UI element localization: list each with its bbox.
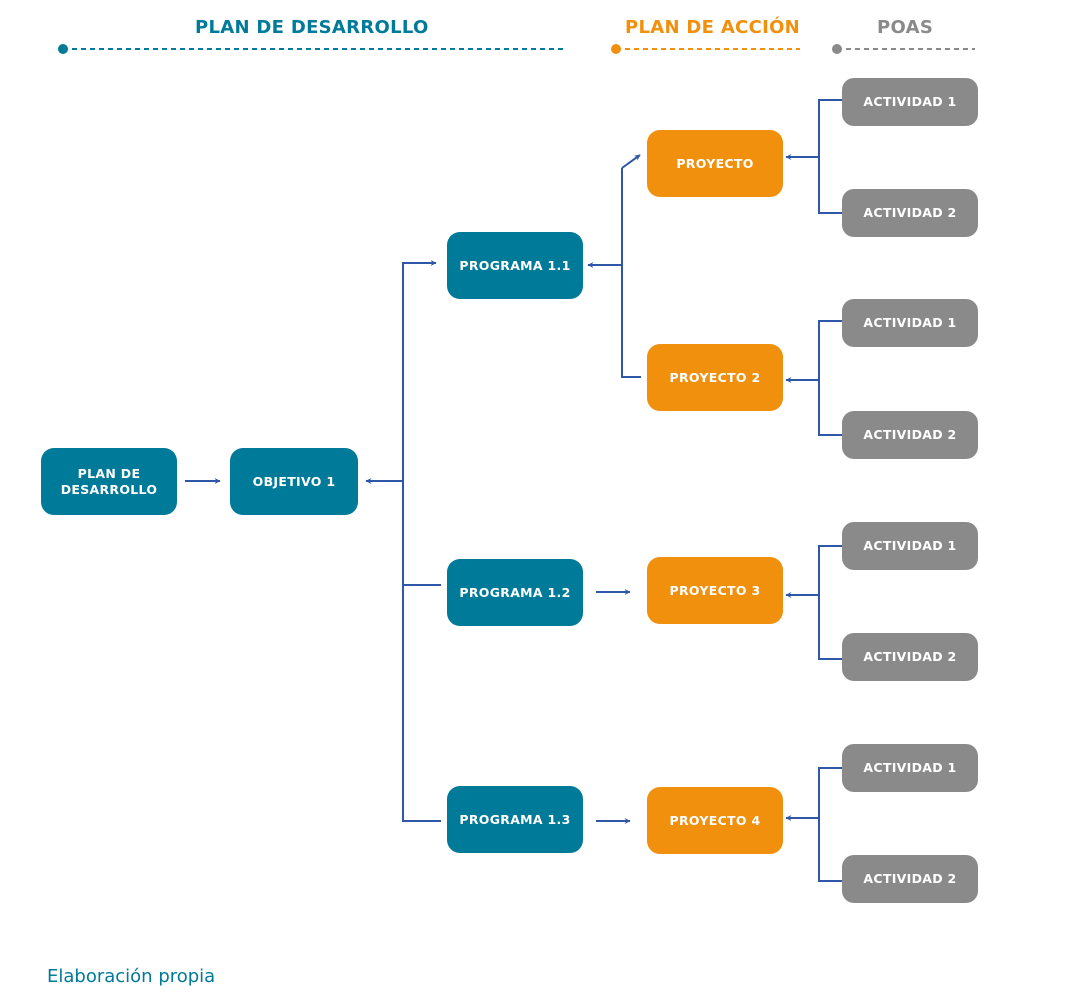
node-plan-desarrollo: PLAN DE DESARROLLO [41, 448, 177, 515]
rule-plan-accion-dot [611, 44, 621, 54]
node-actividad-1: ACTIVIDAD 1 [842, 744, 978, 792]
node-actividad-2: ACTIVIDAD 2 [842, 189, 978, 237]
node-programa-1-3: PROGRAMA 1.3 [447, 786, 583, 853]
node-actividad-2: ACTIVIDAD 2 [842, 411, 978, 459]
source-footnote: Elaboración propia [47, 966, 216, 987]
node-actividad-1: ACTIVIDAD 1 [842, 522, 978, 570]
rule-plan-desarrollo-dot [58, 44, 68, 54]
node-actividad-1: ACTIVIDAD 1 [842, 78, 978, 126]
node-actividad-2: ACTIVIDAD 2 [842, 855, 978, 903]
header-rules [58, 44, 975, 54]
header-plan-accion: PLAN DE ACCIÓN [625, 17, 801, 38]
bracket-actividades-proyecto-3 [818, 545, 842, 660]
node-actividad-1: ACTIVIDAD 1 [842, 299, 978, 347]
header-poas: POAS [877, 17, 934, 38]
node-objetivo-1: OBJETIVO 1 [230, 448, 358, 515]
bracket-actividades-proyecto-2 [818, 320, 842, 436]
arrow-to-proyecto-1 [621, 154, 641, 169]
bracket-proyectos-1-1 [621, 168, 641, 378]
bracket-programas [402, 262, 441, 822]
bracket-actividades-proyecto-4 [818, 767, 842, 882]
node-proyecto-1: PROYECTO [647, 130, 783, 197]
node-programa-1-2: PROGRAMA 1.2 [447, 559, 583, 626]
node-actividad-2: ACTIVIDAD 2 [842, 633, 978, 681]
rule-poas-dot [832, 44, 842, 54]
node-programa-1-1: PROGRAMA 1.1 [447, 232, 583, 299]
header-plan-desarrollo: PLAN DE DESARROLLO [195, 17, 429, 38]
node-proyecto-2: PROYECTO 2 [647, 344, 783, 411]
bracket-actividades-proyecto-1 [818, 99, 842, 214]
node-proyecto-3: PROYECTO 3 [647, 557, 783, 624]
node-proyecto-4: PROYECTO 4 [647, 787, 783, 854]
